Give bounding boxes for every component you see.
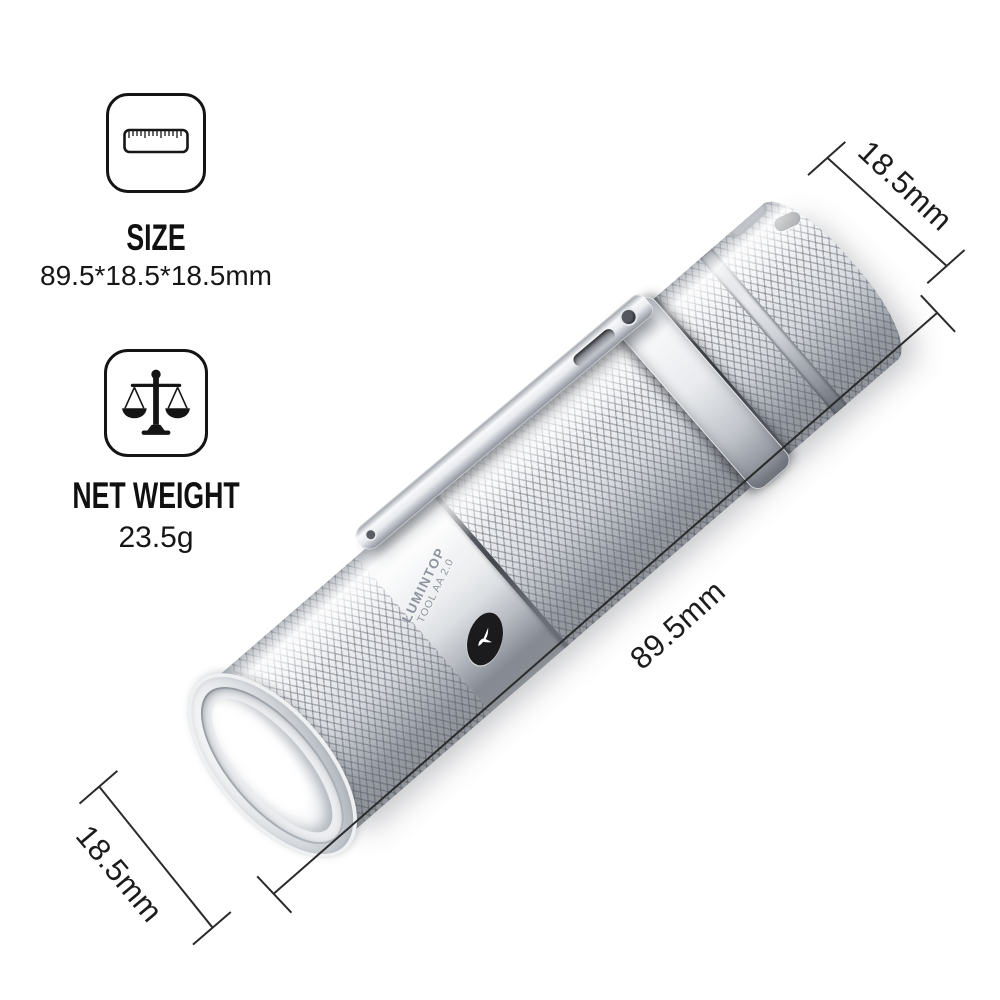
net-weight-value: 23.5g [118, 521, 194, 554]
flashlight [156, 184, 921, 887]
dimension-tick [78, 770, 119, 805]
dimension-label-diameter-top: 18.5mm [851, 133, 960, 238]
net-weight-label: NET WEIGHT [72, 475, 240, 516]
dimension-tick [256, 875, 293, 914]
weight-icon-box [104, 349, 208, 457]
swallow-logo [461, 608, 509, 670]
size-label: SIZE [126, 217, 186, 258]
size-icon-box [106, 93, 206, 193]
spec-column: SIZE 89.5*18.5*18.5mm NET WEIGHT 23.5g [30, 93, 282, 555]
balance-scale-icon [120, 363, 192, 444]
dimension-tick [920, 294, 956, 333]
ruler-icon [123, 127, 189, 160]
dimension-tick [192, 911, 232, 946]
clip-paddle-hole [364, 528, 378, 542]
dimension-tick [926, 249, 966, 285]
clip-mount-hole [618, 307, 639, 327]
dimension-tick [807, 141, 846, 176]
size-value: 89.5*18.5*18.5mm [40, 260, 272, 291]
dimension-label-length: 89.5mm [623, 573, 733, 677]
dimension-label-diameter-bottom: 18.5mm [69, 818, 170, 929]
